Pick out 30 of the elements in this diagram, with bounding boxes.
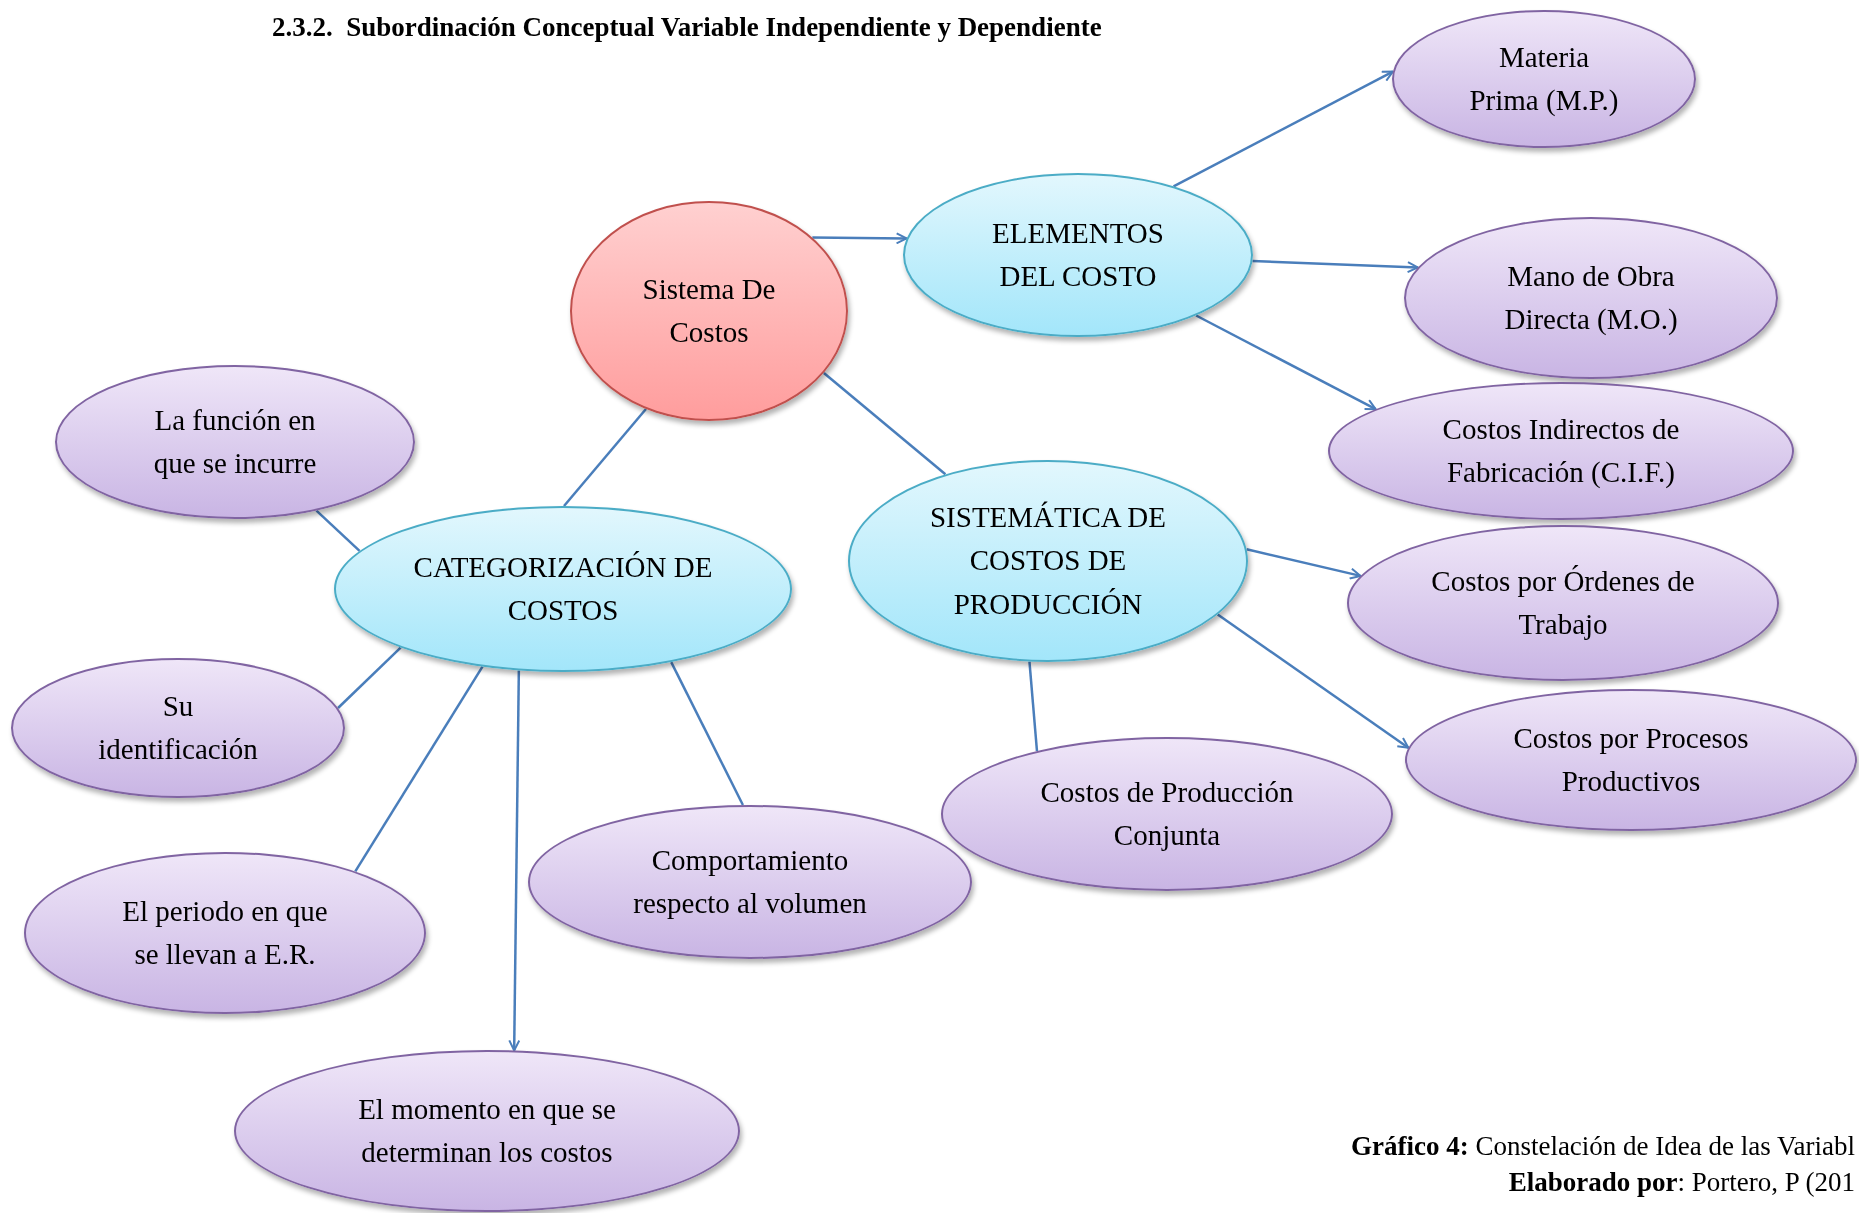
- node-label: CATEGORIZACIÓN DE COSTOS: [413, 549, 713, 628]
- node-label: Sistema De Costos: [641, 271, 777, 350]
- connector-line: [354, 666, 484, 872]
- arrow: [508, 670, 521, 1052]
- caption-text: Gráfico 4: Constelación de Idea de las Variabl: [1350, 1130, 1855, 1163]
- title: 2.3.2. Subordinación Conceptual Variable Independiente y Dependiente: [272, 12, 1102, 43]
- arrow: [1252, 259, 1419, 274]
- node-label: La función en que se incurre: [152, 402, 318, 481]
- node-label: El momento en que se determinan los costos: [357, 1091, 617, 1170]
- node-label: Costos por Procesos Productivos: [1512, 720, 1750, 799]
- connector-line: [670, 661, 745, 806]
- connector-line: [337, 646, 402, 709]
- node-label: Materia Prima (M.P.): [1468, 39, 1620, 118]
- node-label: Costos de Producción Conjunta: [1039, 774, 1295, 853]
- connector-line: [563, 408, 647, 507]
- node-label: Costos Indirectos de Fabricación (C.I.F.): [1441, 411, 1681, 490]
- node-label: Su identificación: [97, 688, 259, 767]
- arrow: [1246, 548, 1362, 580]
- node-label: SISTEMÁTICA DE COSTOS DE PRODUCCIÓN: [928, 499, 1167, 622]
- caption-text: Elaborado por: Portero, P (201: [1507, 1166, 1855, 1200]
- node-label: Costos por Órdenes de Trabajo: [1430, 563, 1696, 642]
- connector-line: [1028, 661, 1039, 752]
- arrow: [1173, 70, 1394, 188]
- node-label: ELEMENTOS DEL COSTO: [991, 215, 1165, 294]
- node-label: Mano de Obra Directa (M.O.): [1503, 258, 1679, 337]
- arrow: [1195, 314, 1377, 411]
- node-label: Comportamiento respecto al volumen: [632, 842, 868, 921]
- connector-line: [315, 509, 361, 552]
- connector-line: [823, 371, 947, 476]
- node-label: El periodo en que se llevan a E.R.: [121, 893, 329, 972]
